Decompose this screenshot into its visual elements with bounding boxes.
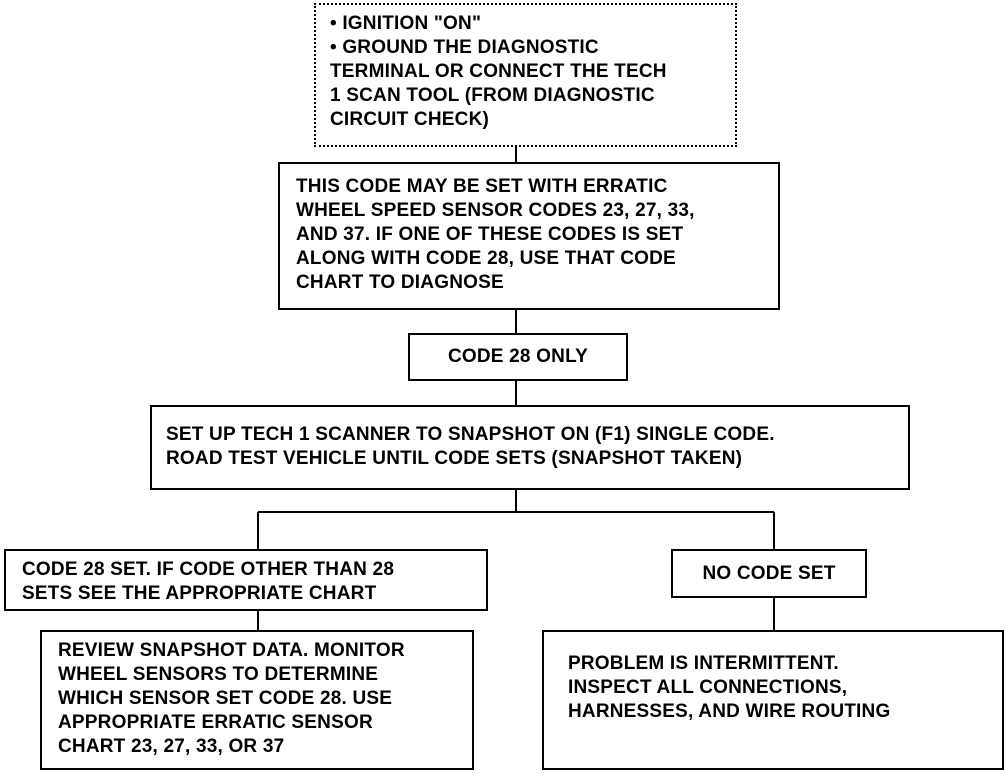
start-box-line: CIRCUIT CHECK) <box>330 109 490 130</box>
no-code-set-box: NO CODE SET <box>671 549 867 598</box>
intermittent-problem-line: PROBLEM IS INTERMITTENT. <box>568 653 839 674</box>
scanner-setup-line: ROAD TEST VEHICLE UNTIL CODE SETS (SNAPS… <box>166 448 743 469</box>
review-snapshot-line: WHEEL SENSORS TO DETERMINE <box>58 664 379 685</box>
intermittent-problem-line: INSPECT ALL CONNECTIONS, <box>568 677 848 698</box>
review-snapshot-line: REVIEW SNAPSHOT DATA. MONITOR <box>58 640 405 661</box>
start-box-line: • IGNITION "ON" <box>330 13 482 34</box>
review-snapshot-line: APPROPRIATE ERRATIC SENSOR <box>58 712 373 733</box>
start-box-line: TERMINAL OR CONNECT THE TECH <box>330 61 667 82</box>
note-box-line: CHART TO DIAGNOSE <box>296 272 504 293</box>
scanner-setup-line: SET UP TECH 1 SCANNER TO SNAPSHOT ON (F1… <box>166 424 775 445</box>
code-28-set-line: SETS SEE THE APPROPRIATE CHART <box>22 583 377 604</box>
start-box: • IGNITION "ON" • GROUND THE DIAGNOSTIC … <box>314 3 737 147</box>
review-snapshot-box: REVIEW SNAPSHOT DATA. MONITOR WHEEL SENS… <box>40 630 474 770</box>
review-snapshot-line: WHICH SENSOR SET CODE 28. USE <box>58 688 393 709</box>
note-box: THIS CODE MAY BE SET WITH ERRATIC WHEEL … <box>278 162 780 310</box>
code-28-only-box: CODE 28 ONLY <box>408 333 628 381</box>
code-28-only-label: CODE 28 ONLY <box>447 346 589 367</box>
note-box-line: THIS CODE MAY BE SET WITH ERRATIC <box>296 176 668 197</box>
code-28-set-line: CODE 28 SET. IF CODE OTHER THAN 28 <box>22 559 395 580</box>
scanner-setup-box: SET UP TECH 1 SCANNER TO SNAPSHOT ON (F1… <box>150 405 910 490</box>
note-box-line: WHEEL SPEED SENSOR CODES 23, 27, 33, <box>296 200 695 221</box>
note-box-line: AND 37. IF ONE OF THESE CODES IS SET <box>296 224 684 245</box>
review-snapshot-line: CHART 23, 27, 33, OR 37 <box>58 736 285 757</box>
intermittent-problem-line: HARNESSES, AND WIRE ROUTING <box>568 701 891 722</box>
code-28-set-box: CODE 28 SET. IF CODE OTHER THAN 28 SETS … <box>4 549 488 611</box>
note-box-line: ALONG WITH CODE 28, USE THAT CODE <box>296 248 676 269</box>
start-box-line: • GROUND THE DIAGNOSTIC <box>330 37 599 58</box>
start-box-line: 1 SCAN TOOL (FROM DIAGNOSTIC <box>330 85 655 106</box>
intermittent-problem-box: PROBLEM IS INTERMITTENT. INSPECT ALL CON… <box>542 630 1004 770</box>
no-code-set-label: NO CODE SET <box>702 563 836 584</box>
